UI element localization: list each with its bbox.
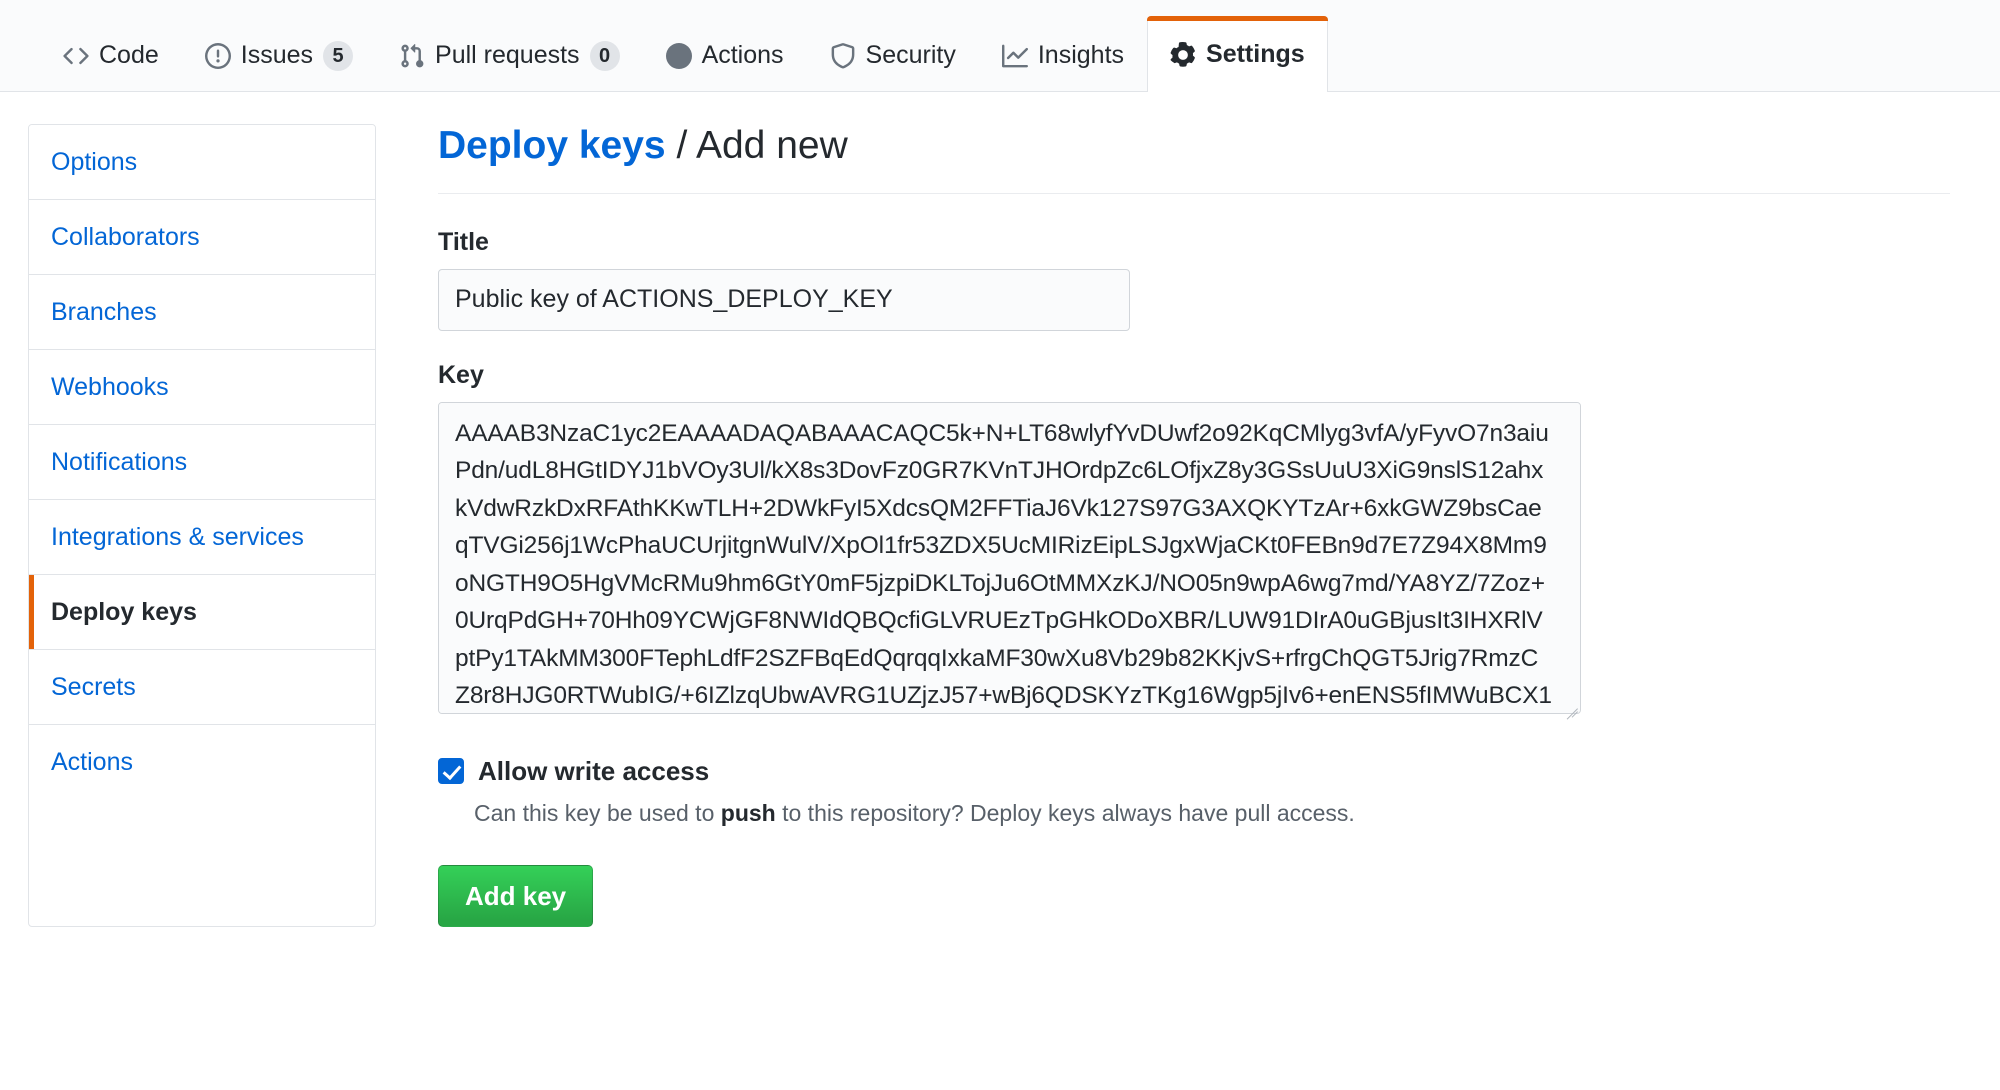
tab-security-label: Security bbox=[865, 41, 956, 69]
note-suffix: to this repository? Deploy keys always h… bbox=[775, 799, 1355, 826]
title-input[interactable] bbox=[438, 268, 1130, 331]
sidebar-item-webhooks[interactable]: Webhooks bbox=[29, 350, 375, 425]
key-textarea-wrapper bbox=[438, 401, 1581, 714]
page-body: Options Collaborators Branches Webhooks … bbox=[0, 92, 2000, 927]
settings-sidebar: Options Collaborators Branches Webhooks … bbox=[28, 124, 376, 927]
title-label: Title bbox=[438, 227, 489, 256]
tab-pull-requests[interactable]: Pull requests 0 bbox=[376, 19, 643, 91]
key-field-group: Key bbox=[438, 361, 1950, 714]
gear-icon bbox=[1170, 41, 1196, 68]
sidebar-item-label: Branches bbox=[51, 298, 157, 326]
breadcrumb: Deploy keys / Add new bbox=[438, 122, 1950, 194]
issues-counter: 5 bbox=[323, 40, 354, 71]
sidebar-item-branches[interactable]: Branches bbox=[29, 275, 375, 350]
tab-issues[interactable]: Issues 5 bbox=[182, 19, 376, 91]
allow-write-access-note: Can this key be used to push to this rep… bbox=[474, 797, 1950, 829]
sidebar-item-label: Collaborators bbox=[51, 223, 200, 251]
allow-write-access-label[interactable]: Allow write access bbox=[478, 755, 710, 786]
allow-write-access-row: Allow write access bbox=[438, 756, 1950, 787]
sidebar-item-options[interactable]: Options bbox=[29, 125, 375, 200]
tab-settings[interactable]: Settings bbox=[1147, 16, 1328, 92]
sidebar-item-label: Secrets bbox=[51, 673, 136, 701]
note-prefix: Can this key be used to bbox=[474, 799, 721, 826]
tab-actions-label: Actions bbox=[701, 41, 784, 69]
main-content: Deploy keys / Add new Title Key Allow wr… bbox=[376, 122, 1960, 927]
title-field-group: Title bbox=[438, 228, 1950, 331]
breadcrumb-separator: / bbox=[665, 124, 696, 167]
pr-icon bbox=[399, 43, 425, 69]
sidebar-item-label: Actions bbox=[51, 748, 133, 776]
tab-insights[interactable]: Insights bbox=[979, 19, 1147, 91]
breadcrumb-deploy-keys-link[interactable]: Deploy keys bbox=[438, 124, 666, 167]
sidebar-item-label: Notifications bbox=[51, 448, 188, 476]
sidebar-item-label: Integrations & services bbox=[51, 523, 304, 551]
tab-security[interactable]: Security bbox=[807, 19, 979, 91]
play-icon bbox=[665, 42, 692, 69]
sidebar-item-label: Options bbox=[51, 148, 138, 176]
allow-write-access-checkbox[interactable] bbox=[438, 758, 464, 785]
sidebar-item-label: Webhooks bbox=[51, 373, 169, 401]
graph-icon bbox=[1001, 43, 1028, 69]
sidebar-item-label: Deploy keys bbox=[51, 598, 197, 626]
tab-insights-label: Insights bbox=[1037, 41, 1125, 69]
sidebar-item-actions[interactable]: Actions bbox=[29, 725, 375, 799]
pull-requests-counter: 0 bbox=[589, 40, 620, 71]
sidebar-item-integrations-services[interactable]: Integrations & services bbox=[29, 500, 375, 575]
tab-code-label: Code bbox=[99, 41, 159, 69]
page-title: Add new bbox=[695, 124, 848, 167]
shield-icon bbox=[830, 42, 856, 69]
sidebar-item-deploy-keys[interactable]: Deploy keys bbox=[29, 575, 375, 650]
sidebar-item-secrets[interactable]: Secrets bbox=[29, 650, 375, 725]
key-label: Key bbox=[438, 360, 484, 389]
key-textarea[interactable] bbox=[438, 401, 1581, 714]
note-strong: push bbox=[720, 799, 776, 826]
code-icon bbox=[63, 43, 89, 69]
tab-issues-label: Issues bbox=[240, 41, 314, 69]
add-key-button[interactable]: Add key bbox=[438, 864, 594, 927]
tab-actions[interactable]: Actions bbox=[643, 19, 807, 91]
tab-pull-requests-label: Pull requests bbox=[435, 41, 580, 69]
tab-code[interactable]: Code bbox=[40, 19, 182, 91]
tab-settings-label: Settings bbox=[1206, 40, 1305, 68]
sidebar-item-notifications[interactable]: Notifications bbox=[29, 425, 375, 500]
repo-nav: Code Issues 5 Pull requests 0 Actions Se… bbox=[0, 0, 2000, 92]
issue-icon bbox=[204, 42, 231, 69]
sidebar-item-collaborators[interactable]: Collaborators bbox=[29, 200, 375, 275]
